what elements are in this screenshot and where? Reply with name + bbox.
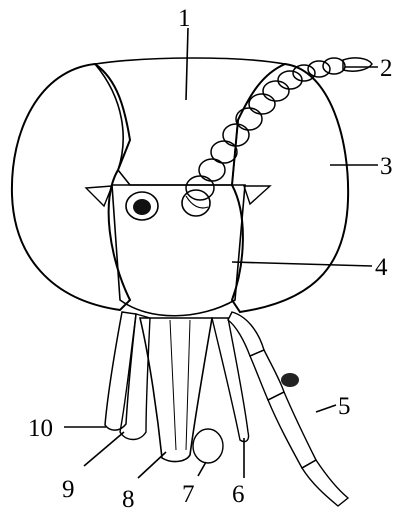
label-10: 10 (28, 415, 53, 442)
antennal-socket-right (182, 190, 210, 216)
labrum (212, 318, 249, 442)
label-9: 9 (62, 476, 75, 503)
label-4: 4 (375, 254, 388, 281)
label-8: 8 (122, 486, 135, 513)
label-7: 7 (182, 481, 195, 508)
label-6: 6 (232, 481, 245, 508)
maxillary-palp (228, 312, 348, 506)
face (112, 185, 245, 316)
hypopharynx (120, 314, 150, 440)
label-5: 5 (338, 393, 351, 420)
vertex (95, 58, 285, 185)
label-2: 2 (380, 55, 393, 82)
mandible (105, 312, 136, 430)
antenna (186, 58, 372, 200)
lateral-process-right (244, 186, 270, 204)
labellum (193, 429, 223, 463)
label-3: 3 (380, 153, 393, 180)
label-1: 1 (178, 5, 191, 32)
